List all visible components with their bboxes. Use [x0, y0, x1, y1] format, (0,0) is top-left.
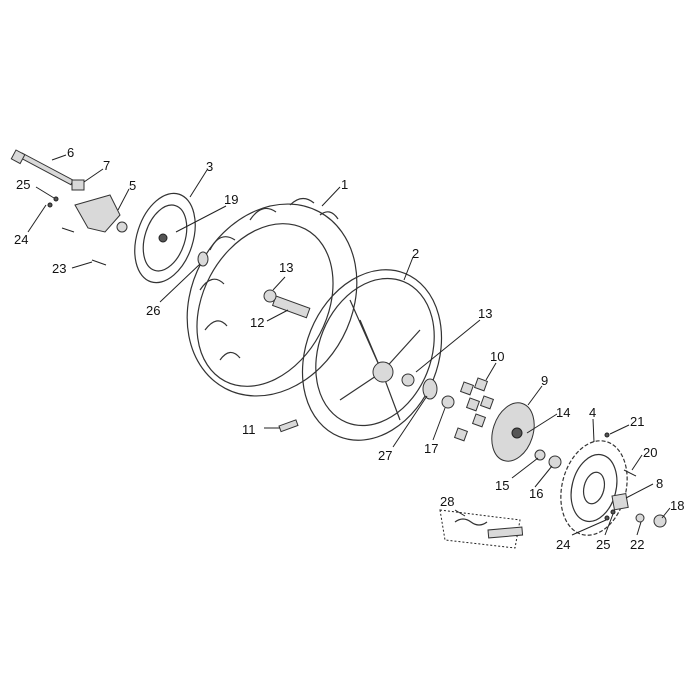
callout-16: 16 — [529, 486, 543, 501]
callout-20: 20 — [643, 445, 657, 460]
callout-25-right: 25 — [596, 537, 610, 552]
callout-19: 19 — [224, 192, 238, 207]
small-fasteners-right — [604, 432, 667, 528]
brake-disc — [134, 192, 196, 284]
seal — [197, 251, 438, 400]
small-fasteners-left — [47, 196, 107, 266]
hub-bearings — [534, 449, 562, 469]
bolt-11 — [278, 419, 299, 433]
callout-11: 11 — [242, 422, 256, 437]
callout-7: 7 — [103, 158, 110, 173]
callout-5: 5 — [129, 178, 136, 193]
callout-9: 9 — [541, 373, 548, 388]
callout-24-left: 24 — [14, 232, 28, 247]
callout-24-right: 24 — [556, 537, 570, 552]
callout-8: 8 — [656, 476, 663, 491]
axle-spacer — [263, 289, 415, 387]
callout-27: 27 — [378, 448, 392, 463]
hub-dampers — [441, 377, 495, 442]
callout-25-left: 25 — [16, 177, 30, 192]
callout-2: 2 — [412, 246, 419, 261]
callout-13-axle: 13 — [279, 260, 293, 275]
tyre — [186, 197, 358, 397]
sprocket-carrier — [491, 402, 535, 462]
callout-3: 3 — [206, 159, 213, 174]
callout-12: 12 — [250, 315, 264, 330]
callout-21: 21 — [630, 414, 644, 429]
callout-labels: 1 2 3 4 5 6 7 8 9 10 11 12 13 13 14 15 1… — [14, 145, 684, 552]
callout-28: 28 — [440, 494, 454, 509]
callout-22: 22 — [630, 537, 644, 552]
callout-18: 18 — [670, 498, 684, 513]
callout-1: 1 — [341, 177, 348, 192]
callout-4: 4 — [589, 405, 596, 420]
leader-lines — [27, 154, 671, 536]
callout-6: 6 — [67, 145, 74, 160]
callout-10: 10 — [490, 349, 504, 364]
callout-14: 14 — [556, 405, 570, 420]
callout-15: 15 — [495, 478, 509, 493]
callout-26: 26 — [146, 303, 160, 318]
callout-17: 17 — [424, 441, 438, 456]
callout-13-rim: 13 — [478, 306, 492, 321]
caliper-bracket — [71, 179, 128, 233]
drive-chain — [439, 509, 524, 549]
rear-sprocket — [560, 440, 628, 536]
callout-23: 23 — [52, 261, 66, 276]
